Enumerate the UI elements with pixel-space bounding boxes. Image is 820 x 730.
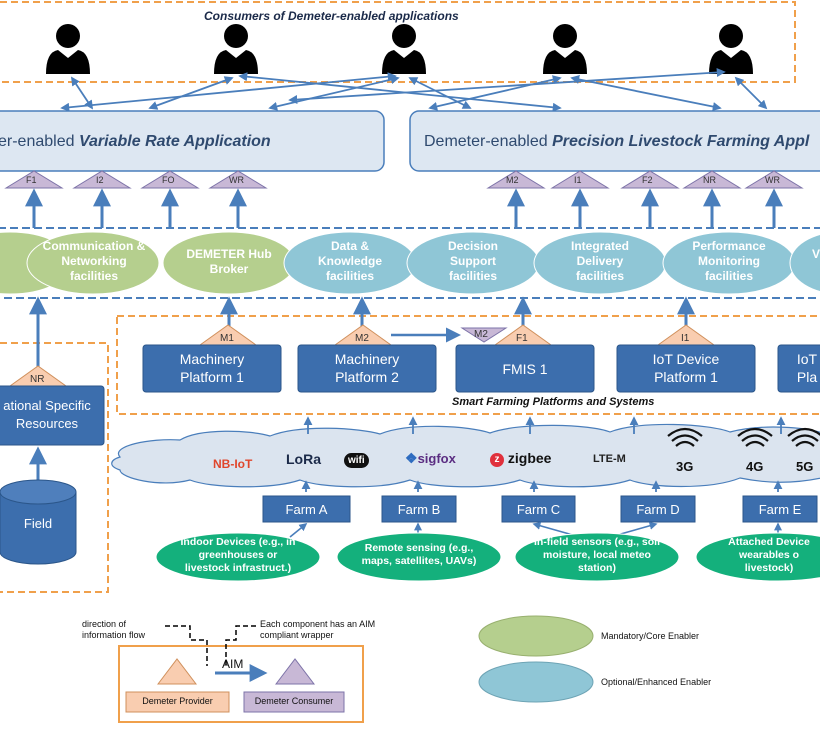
device-attached: Attached Device wearables o livestock) [728,536,810,574]
farm-a: Farm A [285,502,328,517]
platform-machinery-2: Machinery Platform 2 [334,351,400,385]
sigfox-logo: ❖sigfox [405,450,456,466]
field-label: Field [23,516,53,531]
platform-machinery-1: Machinery Platform 1 [179,351,245,385]
consumer-person-icon [214,24,258,74]
farm-d: Farm D [636,502,680,517]
4g-label: 4G [746,459,764,474]
platform-iot-partial: IoT Pla [796,351,818,385]
aim-provider-label: F1 [516,333,528,344]
platforms-title: Smart Farming Platforms and Systems [452,396,655,408]
consumer-person-icon [709,24,753,74]
enabler-performance-monitoring: Performance Monitoring facilities [692,239,766,283]
app-box-precision-livestock [409,110,820,172]
legend-aim-label: AIM [222,657,244,671]
legend-direction-note: direction of information flow [82,619,146,640]
enabler-data-knowledge: Data & Knowledge facilities [317,239,382,283]
aim-consumer-label: I2 [96,175,104,185]
legend-optional-label: Optional/Enhanced Enabler [601,677,712,687]
device-indoor: Indoor Devices (e.g., in greenhouses or … [180,536,296,574]
5g-label: 5G [796,459,814,474]
device-remote-sensing: Remote sensing (e.g., maps, satellites, … [361,542,477,567]
field-database-icon [0,479,77,565]
legend-consumer-label: Demeter Consumer [254,696,334,706]
device-in-field: In-field sensors (e.g., soil moisture, l… [533,536,661,574]
legend-core-label: Mandatory/Core Enabler [601,631,700,641]
platforms-region [116,315,820,415]
consumer-person-icon [382,24,426,74]
enabler-hub-broker: DEMETER Hub Broker [186,247,272,276]
aim-consumer-label: WR [229,175,244,185]
platform-fmis-1: FMIS 1 [502,361,548,377]
app-title-variable-rate: er-enabled Variable Rate Application [0,133,271,150]
enabler-communication-networking: Communication & Networking facilities [42,239,146,283]
farm-b: Farm B [397,502,441,517]
consumer-person-icon [46,24,90,74]
nbiot-logo: NB-IoT [213,457,253,471]
legend-box [118,645,364,723]
enabler-partial: V [811,247,820,261]
platform-iot-device-1: IoT Device Platform 1 [652,351,720,385]
aim-consumer-label: M2 [474,329,488,340]
aim-consumer-label: M2 [506,175,519,185]
zigbee-logo: z zigbee [490,450,551,467]
consumer-arrows [60,67,768,112]
consumers-region [0,1,796,83]
aim-provider-label: M1 [220,333,234,344]
aim-consumer-label: NR [703,175,716,185]
legend-wrapper-note: Each component has an AIM compliant wrap… [260,619,376,640]
legend-provider-label: Demeter Provider [142,696,213,706]
zigbee-icon: z [490,453,504,467]
enablers-region [0,227,820,299]
ltem-logo: LTE-M [593,453,626,465]
enabler-integrated-delivery: Integrated Delivery facilities [570,239,629,283]
aim-consumer-label: WR [765,175,780,185]
aim-consumer-label: FO [162,175,175,185]
farm-e: Farm E [758,502,802,517]
enabler-decision-support: Decision Support facilities [447,239,498,283]
aim-provider-label: I1 [681,333,690,344]
app-box-variable-rate [0,110,385,172]
network-cloud [111,423,820,488]
lora-logo: LoRa [286,451,321,467]
aim-provider-label: NR [30,374,45,385]
aim-consumer-label: F2 [642,175,653,185]
wifi-signal-icon [667,427,820,447]
aim-provider-label: M2 [355,333,369,344]
national-resources: ational Specific Resources [3,398,91,431]
wifi-logo: wifi [344,453,369,468]
aim-consumer-label: I1 [574,175,582,185]
national-region [0,342,109,593]
consumer-person-icon [543,24,587,74]
3g-label: 3G [676,459,694,474]
farm-c: Farm C [516,502,561,517]
consumers-title: Consumers of Demeter-enabled application… [204,9,459,23]
aim-consumer-label: F1 [26,175,37,185]
app-title-precision-livestock: Demeter-enabled Precision Livestock Farm… [424,133,810,150]
sigfox-icon: ❖ [405,450,418,466]
